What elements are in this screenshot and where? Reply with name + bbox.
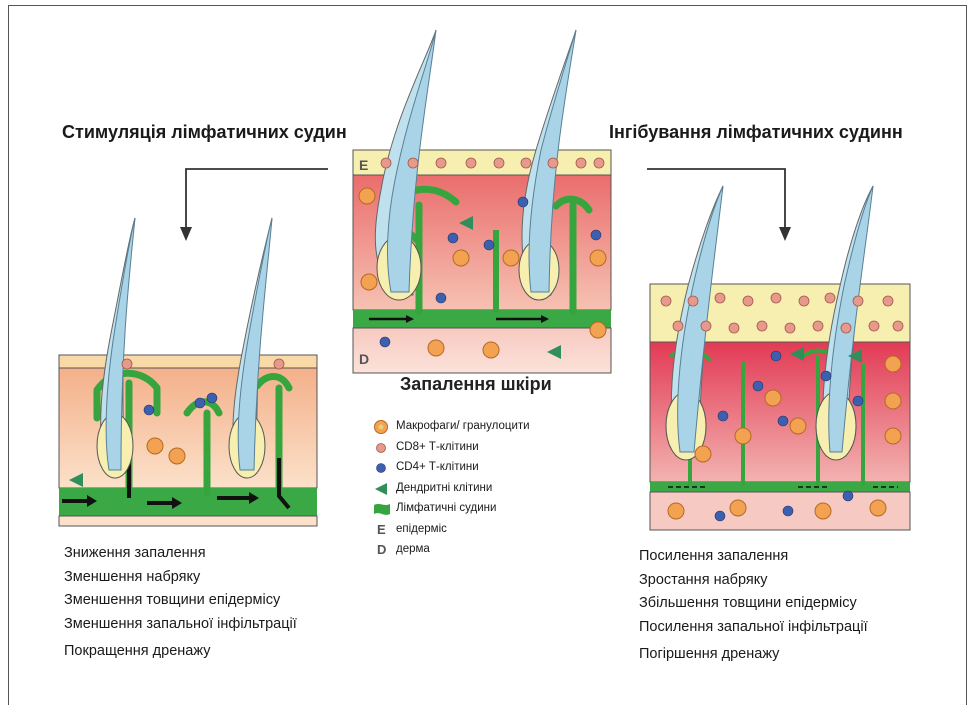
outcome-item: Зниження запалення [64, 542, 297, 566]
macrophage-icon [372, 419, 392, 435]
outcome-item: Збільшення товщини епідермісу [639, 592, 868, 616]
outcome-item: Зменшення товщини епідермісу [64, 589, 297, 613]
left-outcomes-list: Зниження запалення Зменшення набряку Зме… [64, 542, 297, 664]
right-outcomes-list: Посилення запалення Зростання набряку Зб… [639, 545, 868, 667]
left-title: Стимуляція лімфатичних судин [62, 122, 347, 143]
center-skin-diagram: E D [351, 30, 613, 375]
legend-label: Лімфатичні судини [396, 502, 496, 514]
cd4-cell-icon [372, 460, 392, 476]
letter-d-icon: D [377, 542, 397, 558]
dendritic-cell-icon [372, 481, 392, 497]
lymphatic-vessel-icon [372, 501, 392, 517]
outcome-item: Зменшення запальної інфільтрації [64, 613, 297, 637]
outcome-item: Покращення дренажу [64, 640, 297, 664]
outcome-item: Зростання набряку [639, 569, 868, 593]
outcome-item: Посилення запалення [639, 545, 868, 569]
outcome-item: Посилення запальної інфільтрації [639, 616, 868, 640]
legend-label: CD8+ Т-клітини [396, 441, 479, 453]
dermis-letter: D [359, 351, 369, 367]
legend-label: CD4+ Т-клітини [396, 461, 479, 473]
letter-e-icon: E [377, 522, 397, 538]
legend-label: Макрофаги/ гранулоцити [396, 420, 530, 432]
cd8-cell-icon [372, 440, 392, 456]
epidermis-letter: E [359, 157, 368, 173]
outcome-item: Погіршення дренажу [639, 643, 868, 667]
outcome-item: Зменшення набряку [64, 566, 297, 590]
legend-label: епідерміс [396, 523, 447, 535]
legend-label: дерма [396, 543, 430, 555]
center-title: Запалення шкіри [400, 374, 552, 395]
legend-label: Дендритні клітини [396, 482, 492, 494]
right-skin-diagram [648, 186, 912, 531]
right-title: Інгібування лімфатичних судинн [609, 122, 903, 143]
left-skin-diagram [57, 218, 319, 528]
